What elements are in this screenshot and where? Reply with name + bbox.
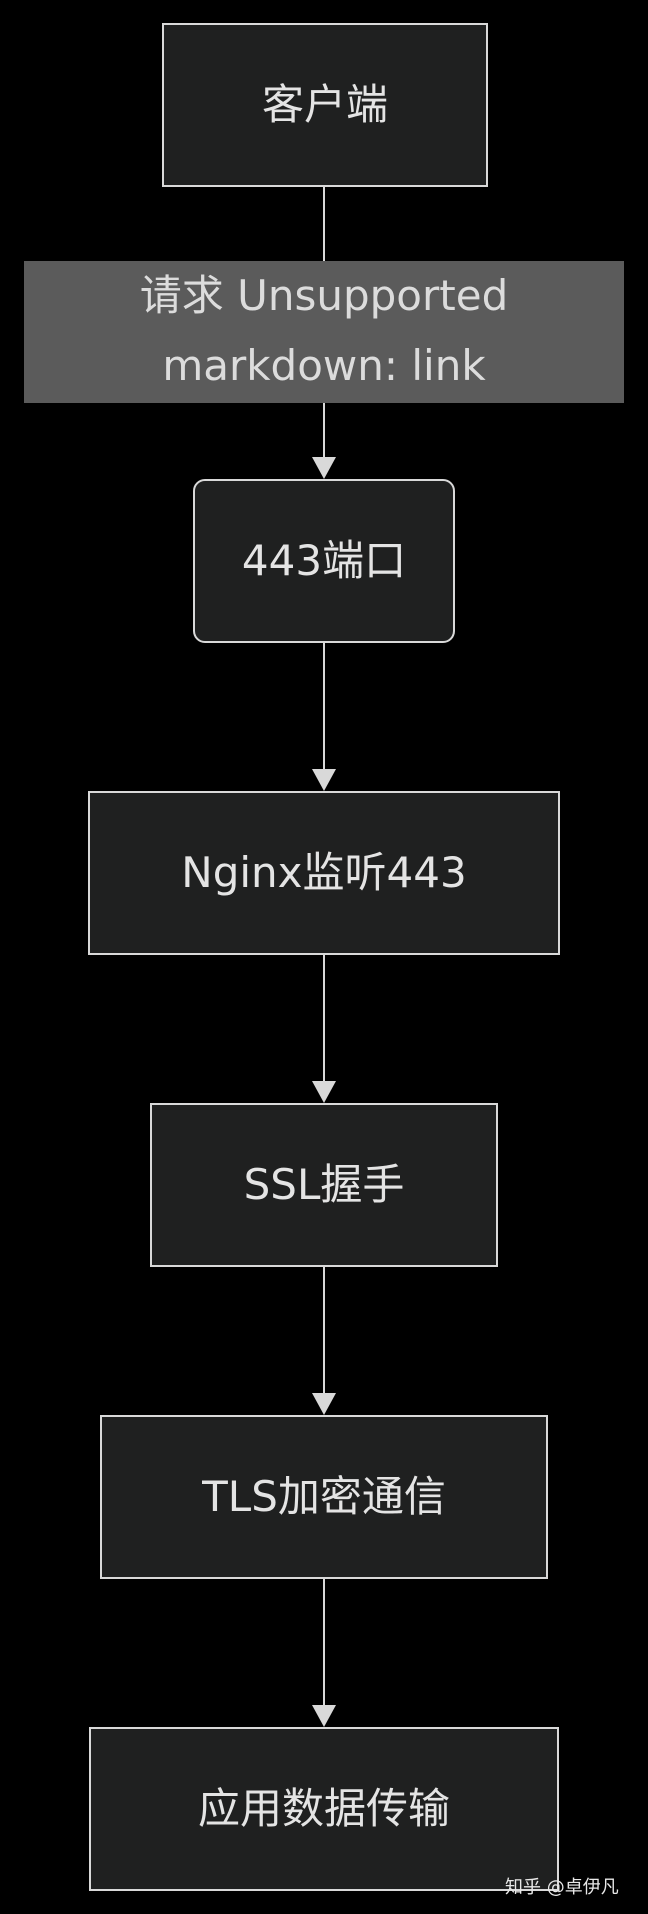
node-app-data: 应用数据传输	[89, 1727, 559, 1891]
node-client: 客户端	[162, 23, 488, 187]
arrow-head-ssl	[312, 1081, 336, 1103]
node-tls-encrypted: TLS加密通信	[100, 1415, 548, 1579]
node-nginx-listen: Nginx监听443	[88, 791, 560, 955]
edge-line-nginx-to-ssl	[323, 955, 325, 1081]
edge-line-tls-to-app	[323, 1579, 325, 1705]
node-ssl-handshake: SSL握手	[150, 1103, 498, 1267]
edge-label-request: 请求 Unsupported markdown: link	[24, 261, 624, 403]
arrow-head-tls	[312, 1393, 336, 1415]
watermark-text: 知乎 @卓伊凡	[505, 1877, 619, 1898]
edge-line-port443-to-nginx	[323, 643, 325, 769]
edge-line-ssl-to-tls	[323, 1267, 325, 1393]
node-port-443: 443端口	[193, 479, 455, 643]
arrow-head-nginx	[312, 769, 336, 791]
arrow-head-app	[312, 1705, 336, 1727]
arrow-head-port443	[312, 457, 336, 479]
